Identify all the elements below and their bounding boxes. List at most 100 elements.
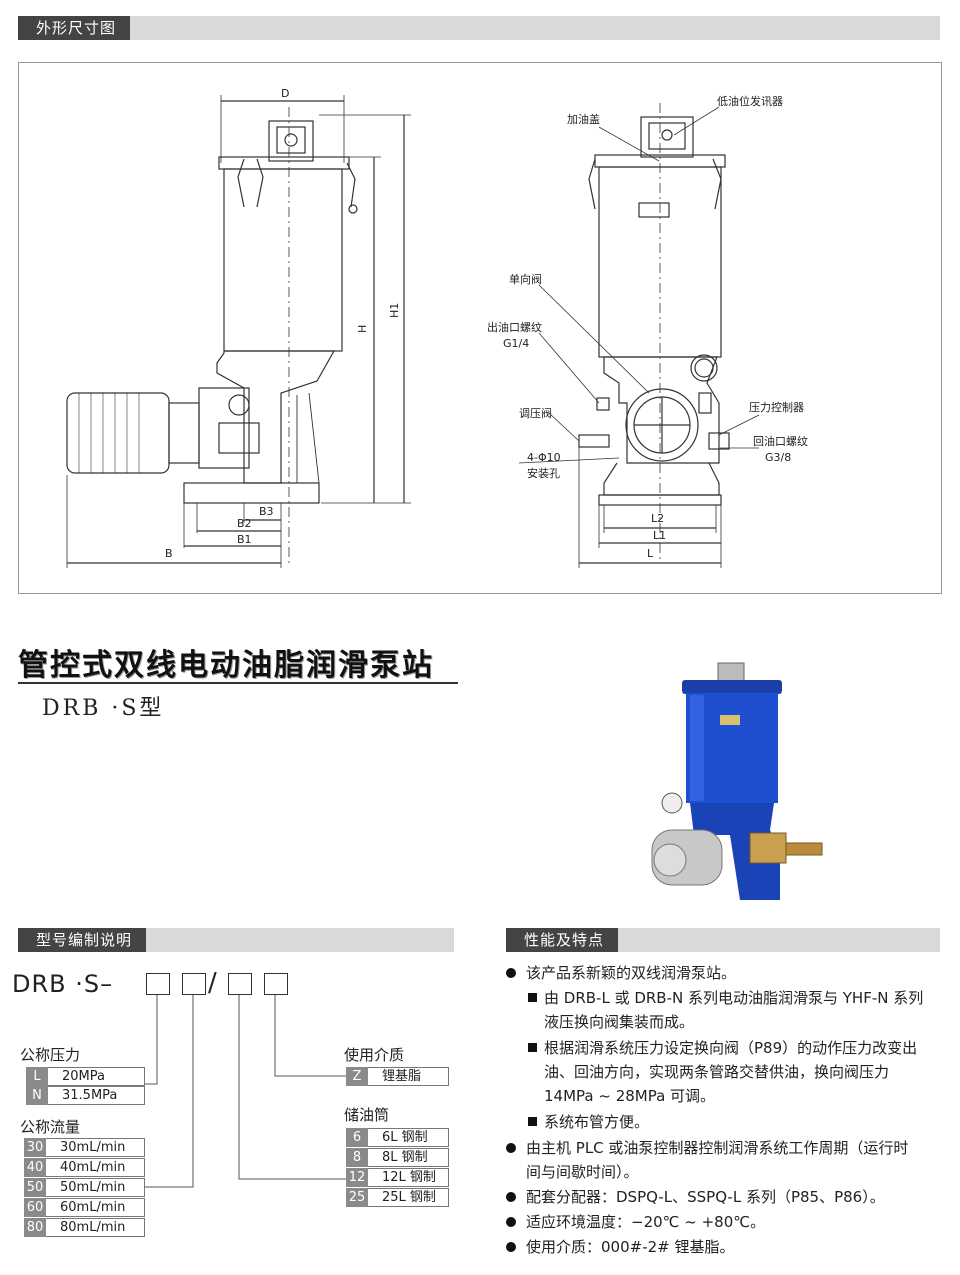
option-value: 12L 钢制 — [368, 1168, 449, 1187]
dimension-drawing-svg: D H H1 B3 B2 B1 B 加油盖 低油位发讯器 单向阀 出油口螺纹 G… — [66, 87, 808, 568]
option-value: 31.5MPa — [48, 1086, 145, 1105]
product-photo — [630, 655, 850, 910]
section-title-features: 性能及特点 — [506, 928, 619, 952]
bullet — [528, 1117, 537, 1126]
bullet — [506, 1192, 516, 1202]
dim-B: B — [165, 547, 173, 560]
feature-1b: 根据润滑系统压力设定换向阀（P89）的动作压力改变出 — [544, 1039, 918, 1057]
bullet — [506, 1143, 516, 1153]
option-code: 50 — [24, 1178, 46, 1197]
option-value: 80mL/min — [46, 1218, 145, 1237]
label-return-thread-size: G3/8 — [765, 451, 791, 464]
dim-D: D — [281, 87, 289, 100]
option-value: 8L 钢制 — [368, 1148, 449, 1167]
option-code: 60 — [24, 1198, 46, 1217]
dimension-drawing: D H H1 B3 B2 B1 B 加油盖 低油位发讯器 单向阀 出油口螺纹 G… — [18, 62, 942, 594]
label-low-level-alarm: 低油位发讯器 — [717, 94, 783, 108]
label-pressure-valve: 调压阀 — [519, 406, 552, 420]
option-code: 40 — [24, 1158, 46, 1177]
dim-B2: B2 — [237, 517, 252, 530]
section-title-dimensions: 外形尺寸图 — [18, 16, 131, 40]
label-mount-holes: 4-Φ10 — [527, 451, 561, 464]
reservoir-title: 储油筒 — [344, 1106, 390, 1124]
code-box-flow — [182, 973, 206, 995]
pressure-title: 公称压力 — [20, 1046, 81, 1064]
feature-1a-cont: 液压换向阀集装而成。 — [544, 1013, 695, 1031]
feature-1b-cont: 油、回油方向，实现两条管路交替供油，换向阀压力 — [544, 1063, 890, 1081]
label-fill-cap: 加油盖 — [567, 112, 600, 126]
bullet — [506, 1217, 516, 1227]
feature-2-cont: 间与间歇时间）。 — [526, 1163, 639, 1181]
feature-4: 适应环境温度：−20℃ ~ +80℃。 — [526, 1213, 766, 1231]
feature-1c: 系统布管方便。 — [544, 1113, 650, 1131]
label-pressure-controller: 压力控制器 — [749, 400, 804, 414]
model-code-prefix: DRB ·S– — [12, 970, 114, 998]
section-bar-dimensions: 外形尺寸图 — [18, 16, 940, 40]
option-value: 6L 钢制 — [368, 1128, 449, 1147]
label-outlet-thread-size: G1/4 — [503, 337, 529, 350]
feature-3: 配套分配器：DSPQ-L、SSPQ-L 系列（P85、P86）。 — [526, 1188, 885, 1206]
product-model: DRB ·S型 — [42, 696, 165, 721]
dim-H1: H1 — [388, 303, 401, 318]
product-title: 管控式双线电动油脂润滑泵站 — [18, 648, 434, 683]
feature-1a: 由 DRB-L 或 DRB-N 系列电动油脂润滑泵与 YHF-N 系列 — [544, 989, 924, 1007]
feature-5: 使用介质：000#-2# 锂基脂。 — [526, 1238, 735, 1256]
option-code: 25 — [346, 1188, 368, 1207]
dim-L1: L1 — [653, 529, 666, 542]
flow-title: 公称流量 — [20, 1118, 81, 1136]
option-value: 25L 钢制 — [368, 1188, 449, 1207]
option-value: 锂基脂 — [368, 1067, 449, 1086]
label-outlet-thread: 出油口螺纹 — [487, 320, 542, 334]
dim-L2: L2 — [651, 512, 664, 525]
section-bar-features: 性能及特点 — [506, 928, 940, 952]
code-box-medium — [228, 973, 252, 995]
option-value: 30mL/min — [46, 1138, 145, 1157]
option-value: 40mL/min — [46, 1158, 145, 1177]
bullet — [506, 1242, 516, 1252]
option-code: 6 — [346, 1128, 368, 1147]
dim-H: H — [356, 325, 369, 333]
option-value: 50mL/min — [46, 1178, 145, 1197]
option-code: L — [26, 1067, 48, 1086]
code-slash: / — [208, 968, 217, 998]
option-code: 30 — [24, 1138, 46, 1157]
bullet — [506, 968, 516, 978]
feature-1b-cont2: 14MPa ~ 28MPa 可调。 — [544, 1087, 716, 1105]
dim-B3: B3 — [259, 505, 274, 518]
option-code: 12 — [346, 1168, 368, 1187]
code-connectors — [122, 995, 350, 1188]
option-value: 20MPa — [48, 1067, 145, 1086]
section-bar-model-code: 型号编制说明 — [18, 928, 454, 952]
option-value: 60mL/min — [46, 1198, 145, 1217]
section-title-model-code: 型号编制说明 — [18, 928, 147, 952]
option-code: Z — [346, 1067, 368, 1086]
option-code: 8 — [346, 1148, 368, 1167]
feature-2: 由主机 PLC 或油泵控制器控制润滑系统工作周期（运行时 — [526, 1139, 909, 1157]
option-code: N — [26, 1086, 48, 1105]
dim-L: L — [647, 547, 654, 560]
label-mount-holes-text: 安装孔 — [527, 466, 560, 480]
title-rule — [18, 682, 458, 684]
label-check-valve: 单向阀 — [509, 272, 542, 286]
medium-title: 使用介质 — [344, 1046, 405, 1064]
feature-1: 该产品系新颖的双线润滑泵站。 — [526, 964, 737, 982]
code-box-reservoir — [264, 973, 288, 995]
dim-B1: B1 — [237, 533, 252, 546]
option-code: 80 — [24, 1218, 46, 1237]
bullet — [528, 993, 537, 1002]
label-return-thread: 回油口螺纹 — [753, 434, 808, 448]
bullet — [528, 1043, 537, 1052]
code-box-pressure — [146, 973, 170, 995]
